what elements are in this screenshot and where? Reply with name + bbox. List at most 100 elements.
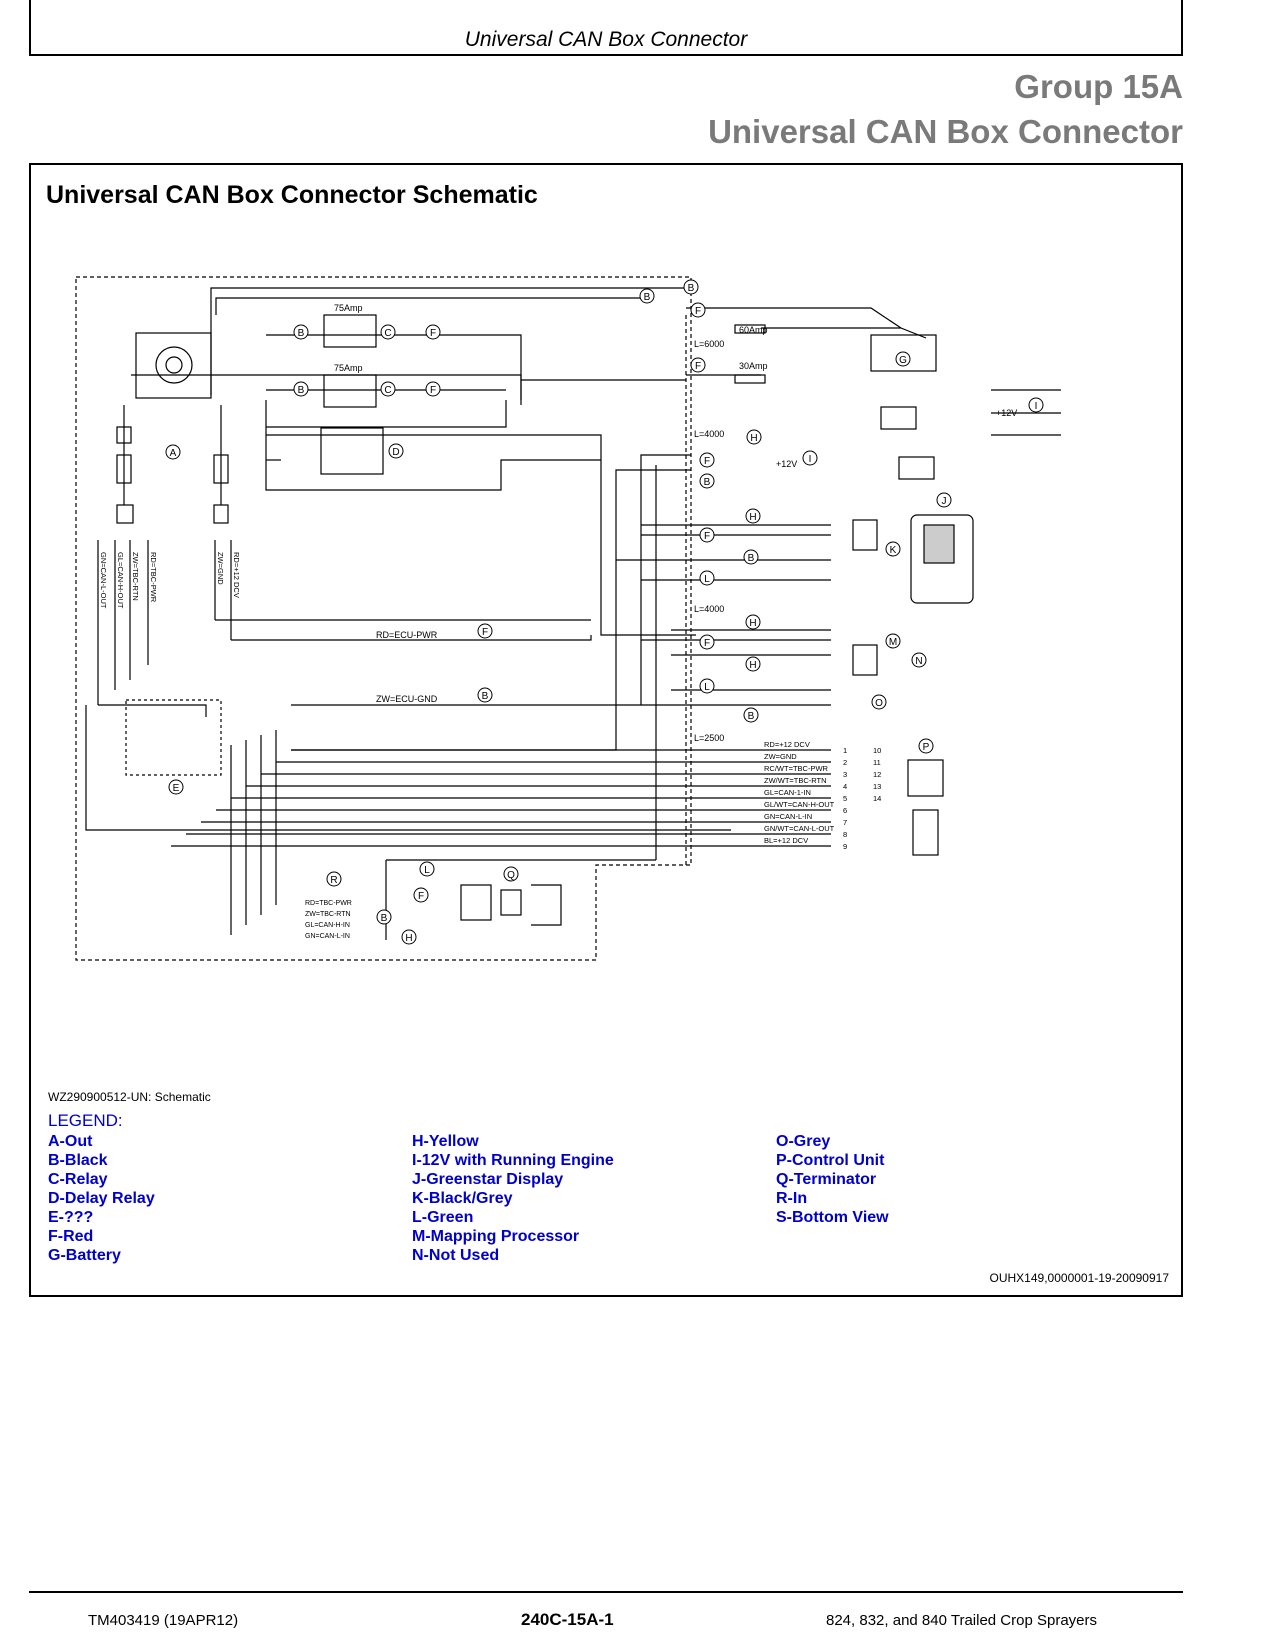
svg-text:H: H — [405, 933, 412, 944]
legend-item: B-Black — [48, 1152, 108, 1169]
callout-a: A — [165, 444, 181, 460]
svg-text:L: L — [704, 574, 710, 585]
svg-text:C: C — [384, 328, 391, 339]
callout-h-5: H — [401, 929, 417, 945]
legend-heading: LEGEND: — [48, 1111, 123, 1130]
svg-text:H: H — [749, 618, 756, 629]
term-label-2: ZW=TBC-RTN — [305, 911, 351, 918]
pin-label-2: ZW=GND — [764, 752, 797, 761]
module-e — [125, 699, 222, 776]
length-4000-a: L=4000 — [694, 429, 724, 439]
callout-p: P — [918, 738, 934, 754]
callout-b-5: B — [699, 473, 715, 489]
plus12-label-2: +12V — [996, 408, 1017, 418]
pin-side-10: 10 — [873, 746, 881, 755]
term-label-4: GN=CAN-L-IN — [305, 933, 350, 940]
svg-text:F: F — [704, 456, 710, 467]
fuse-30a-label: 30Amp — [739, 361, 768, 371]
battery-symbol — [870, 334, 937, 372]
callout-i-1: I — [1028, 397, 1044, 413]
pin-num-1: 1 — [843, 746, 847, 755]
legend-item: S-Bottom View — [776, 1209, 889, 1226]
term-label-1: RD=TBC-PWR — [305, 900, 352, 907]
callout-f-5: F — [699, 452, 715, 468]
pin-num-8: 8 — [843, 830, 847, 839]
svg-text:F: F — [695, 361, 701, 372]
length-4000-b: L=4000 — [694, 604, 724, 614]
svg-text:R: R — [330, 875, 337, 886]
svg-text:G: G — [899, 355, 907, 366]
callout-g: G — [895, 351, 911, 367]
callout-l-3: L — [419, 861, 435, 877]
legend-item: E-??? — [48, 1209, 94, 1226]
length-6000: L=6000 — [694, 339, 724, 349]
svg-text:H: H — [749, 660, 756, 671]
svg-text:M: M — [889, 637, 897, 648]
legend-item: P-Control Unit — [776, 1152, 885, 1169]
callout-h-2: H — [745, 508, 761, 524]
footer-product: 824, 832, and 840 Trailed Crop Sprayers — [826, 1612, 1098, 1629]
svg-text:J: J — [942, 496, 947, 507]
legend-item: G-Battery — [48, 1247, 121, 1264]
footer-rule — [29, 1591, 1183, 1593]
document-code: OUHX149,0000001-19-20090917 — [989, 1271, 1169, 1285]
relay-rating-1: 75Amp — [334, 303, 363, 313]
vlabel-can-h-out: GL=CAN-H-OUT — [116, 552, 125, 609]
pin-num-7: 7 — [843, 818, 847, 827]
legend-item: A-Out — [48, 1133, 93, 1150]
pin-side-12: 12 — [873, 770, 881, 779]
callout-f-6: F — [699, 527, 715, 543]
control-unit — [907, 759, 944, 797]
svg-text:I: I — [1035, 401, 1038, 412]
callout-f-2: F — [425, 324, 441, 340]
k-connector — [852, 519, 878, 551]
legend-item: J-Greenstar Display — [412, 1171, 564, 1188]
callout-l-1: L — [699, 570, 715, 586]
callout-b-9: B — [376, 909, 392, 925]
wiring-schematic: B B F B C F B C F G F D A I H F I B J H … — [75, 276, 1061, 961]
m-connector — [852, 644, 878, 676]
callout-b-4: B — [293, 381, 309, 397]
svg-text:C: C — [384, 385, 391, 396]
callout-l-2: L — [699, 678, 715, 694]
ecu-pwr-label: RD=ECU-PWR — [376, 630, 438, 640]
relay-rating-2: 75Amp — [334, 363, 363, 373]
vlabel-tbc-pwr: RD=TBC-PWR — [149, 552, 158, 603]
legend-item: K-Black/Grey — [412, 1190, 513, 1207]
legend-item: M-Mapping Processor — [412, 1228, 580, 1245]
svg-text:F: F — [482, 627, 488, 638]
terminator-connector — [460, 884, 492, 921]
fuse-60a — [734, 324, 766, 334]
relay-box-1 — [323, 314, 377, 348]
callout-i-2: I — [802, 450, 818, 466]
legend-item: Q-Terminator — [776, 1171, 877, 1188]
callout-j: J — [936, 492, 952, 508]
running-header: Universal CAN Box Connector — [29, 0, 1183, 56]
fuse-60a-label: 60Amp — [739, 325, 768, 335]
callout-b-3: B — [293, 324, 309, 340]
callout-b-7: B — [477, 687, 493, 703]
callout-f-7: F — [699, 634, 715, 650]
svg-text:I: I — [809, 454, 812, 465]
callout-f-4: F — [690, 357, 706, 373]
fuse-30a — [734, 374, 766, 384]
callout-b-6: B — [743, 549, 759, 565]
callout-f-8: F — [477, 623, 493, 639]
svg-text:B: B — [298, 385, 305, 396]
footer-manual: TM403419 (19APR12) — [88, 1612, 239, 1629]
callout-r: R — [326, 871, 342, 887]
svg-text:H: H — [749, 512, 756, 523]
svg-text:B: B — [688, 283, 695, 294]
svg-text:F: F — [418, 891, 424, 902]
svg-text:P: P — [923, 742, 930, 753]
legend-item: C-Relay — [48, 1171, 108, 1188]
svg-text:B: B — [748, 553, 755, 564]
svg-text:H: H — [750, 433, 757, 444]
legend-item: N-Not Used — [412, 1247, 500, 1264]
callout-o: O — [871, 694, 887, 710]
pin-label-1: RD=+12 DCV — [764, 740, 810, 749]
pin-num-6: 6 — [843, 806, 847, 815]
svg-text:E: E — [173, 783, 180, 794]
callout-k: K — [885, 541, 901, 557]
svg-text:F: F — [430, 385, 436, 396]
